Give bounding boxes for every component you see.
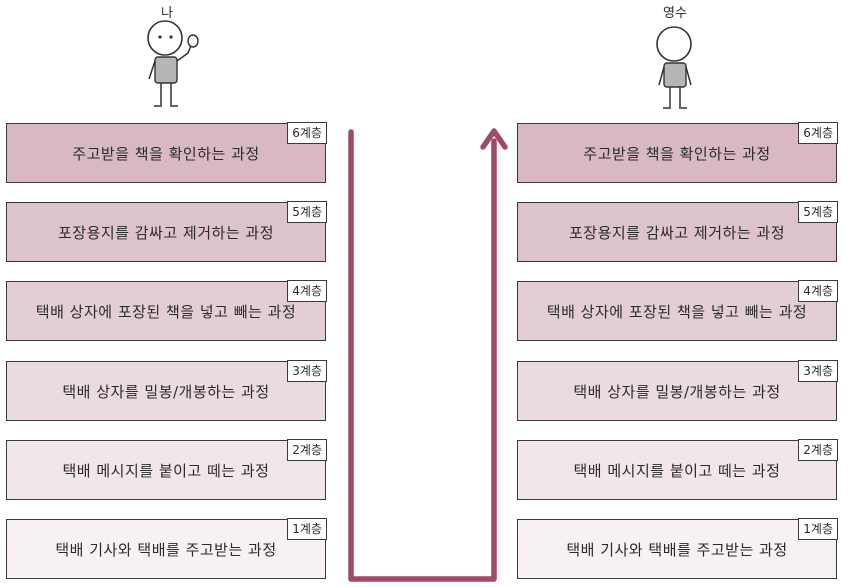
layer-label: 포장용지를 감싸고 제거하는 과정 — [568, 223, 785, 242]
right-layer-2: 택배 메시지를 붙이고 떼는 과정 2계층 — [517, 439, 838, 500]
layer-label: 택배 메시지를 붙이고 떼는 과정 — [62, 461, 270, 480]
layer-label: 택배 상자에 포장된 책을 넣고 빼는 과정 — [35, 302, 297, 321]
layer-tag: 4계층 — [798, 280, 838, 302]
layer-tag: 5계층 — [798, 201, 838, 223]
layer-label: 택배 기사와 택배를 주고받는 과정 — [566, 540, 788, 559]
layer-tag: 1계층 — [798, 518, 838, 540]
layer-label: 택배 메시지를 붙이고 떼는 과정 — [573, 461, 781, 480]
right-layer-6: 주고받을 책을 확인하는 과정 6계층 — [517, 122, 838, 183]
person-name-left: 나 — [161, 6, 173, 21]
layer-tag: 6계층 — [287, 122, 327, 144]
layer-tag: 3계층 — [287, 360, 327, 382]
layer-label: 택배 상자를 밀봉/개봉하는 과정 — [62, 382, 270, 401]
stick-figure-left-icon — [147, 20, 199, 107]
left-layer-1: 택배 기사와 택배를 주고받는 과정 1계층 — [6, 518, 327, 579]
left-layer-2: 택배 메시지를 붙이고 떼는 과정 2계층 — [6, 439, 327, 500]
layer-tag: 2계층 — [287, 439, 327, 461]
layer-tag: 6계층 — [798, 122, 838, 144]
layer-tag: 5계층 — [287, 201, 327, 223]
right-layer-1: 택배 기사와 택배를 주고받는 과정 1계층 — [517, 518, 838, 579]
flow-arrow-line — [348, 129, 497, 582]
left-layer-4: 택배 상자에 포장된 책을 넣고 빼는 과정 4계층 — [6, 280, 327, 341]
layer-label: 택배 상자에 포장된 책을 넣고 빼는 과정 — [546, 302, 808, 321]
layer-tag: 2계층 — [798, 439, 838, 461]
layer-tag: 3계층 — [798, 360, 838, 382]
layer-tag: 1계층 — [287, 518, 327, 540]
right-layer-5: 포장용지를 감싸고 제거하는 과정 5계층 — [517, 201, 838, 262]
layer-label: 주고받을 책을 확인하는 과정 — [583, 144, 771, 163]
layer-label: 주고받을 책을 확인하는 과정 — [72, 144, 260, 163]
layer-label: 택배 기사와 택배를 주고받는 과정 — [55, 540, 277, 559]
layer-label: 택배 상자를 밀봉/개봉하는 과정 — [573, 382, 781, 401]
right-layer-3: 택배 상자를 밀봉/개봉하는 과정 3계층 — [517, 360, 838, 421]
left-layer-6: 주고받을 책을 확인하는 과정 6계층 — [6, 122, 327, 183]
layer-tag: 4계층 — [287, 280, 327, 302]
left-layer-3: 택배 상자를 밀봉/개봉하는 과정 3계층 — [6, 360, 327, 421]
left-layer-5: 포장용지를 감싸고 제거하는 과정 5계층 — [6, 201, 327, 262]
right-layer-4: 택배 상자에 포장된 책을 넣고 빼는 과정 4계층 — [517, 280, 838, 341]
flow-arrowhead-icon — [480, 128, 508, 150]
layer-label: 포장용지를 감싸고 제거하는 과정 — [57, 223, 274, 242]
stick-figure-right-icon — [656, 26, 692, 109]
person-name-right: 영수 — [663, 6, 687, 21]
